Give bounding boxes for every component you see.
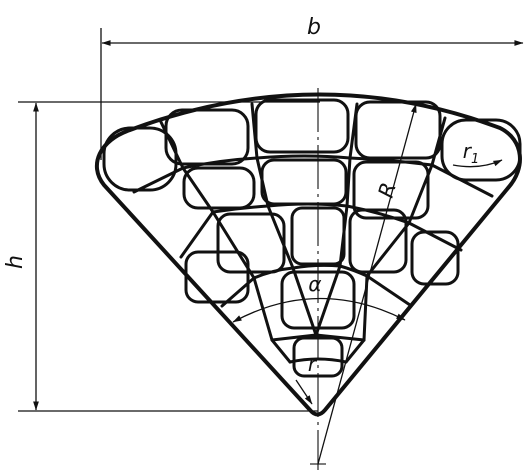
outer-corner-radius-subscript: 1	[471, 152, 479, 167]
wire-cell	[254, 98, 350, 154]
wire-boundary	[365, 274, 412, 307]
wire-boundary	[291, 266, 318, 337]
wire-ring	[288, 357, 348, 364]
wire-boundary	[270, 333, 318, 342]
wire-boundary	[158, 118, 185, 170]
inner-corner-radius-label: r	[308, 352, 318, 376]
wire-boundary	[181, 166, 215, 214]
inner-corner-leader	[295, 379, 313, 405]
wire-cell	[290, 206, 346, 266]
wire-pattern	[102, 98, 522, 378]
wire-boundary	[345, 156, 352, 208]
wire-boundary	[179, 210, 215, 259]
width-label: b	[307, 15, 321, 40]
wire-boundary	[407, 221, 463, 252]
angle-arc	[232, 297, 406, 323]
wire-boundary	[365, 221, 411, 278]
wire-cell	[182, 166, 256, 210]
height-label: h	[3, 255, 28, 269]
wire-boundary	[362, 274, 369, 342]
outer-radius-label: R	[374, 180, 401, 201]
dimension-lines	[18, 28, 524, 470]
wire-cell	[164, 108, 250, 166]
outer-corner-radius-label: r1	[463, 139, 480, 167]
wire-cell	[354, 100, 442, 160]
wire-boundary	[270, 338, 292, 364]
wire-cell	[184, 250, 250, 304]
wire-boundary	[314, 333, 366, 342]
wire-cell	[102, 126, 178, 192]
outer-corner-radius-main: r	[463, 139, 473, 163]
wire-cell	[280, 270, 356, 330]
wire-boundary	[344, 338, 366, 364]
wire-cell	[410, 230, 460, 286]
wire-boundary	[314, 264, 342, 337]
wire-boundary	[266, 204, 295, 270]
angle-label: α	[308, 272, 321, 296]
wire-cell	[260, 158, 348, 206]
wire-boundary	[252, 276, 274, 342]
wire-cell	[216, 212, 286, 274]
wire-cell	[440, 118, 522, 182]
wire-cell	[348, 208, 408, 274]
outer-corner-radius-arc	[452, 159, 503, 168]
wire-cell	[352, 160, 430, 220]
wire-cell	[292, 336, 344, 378]
